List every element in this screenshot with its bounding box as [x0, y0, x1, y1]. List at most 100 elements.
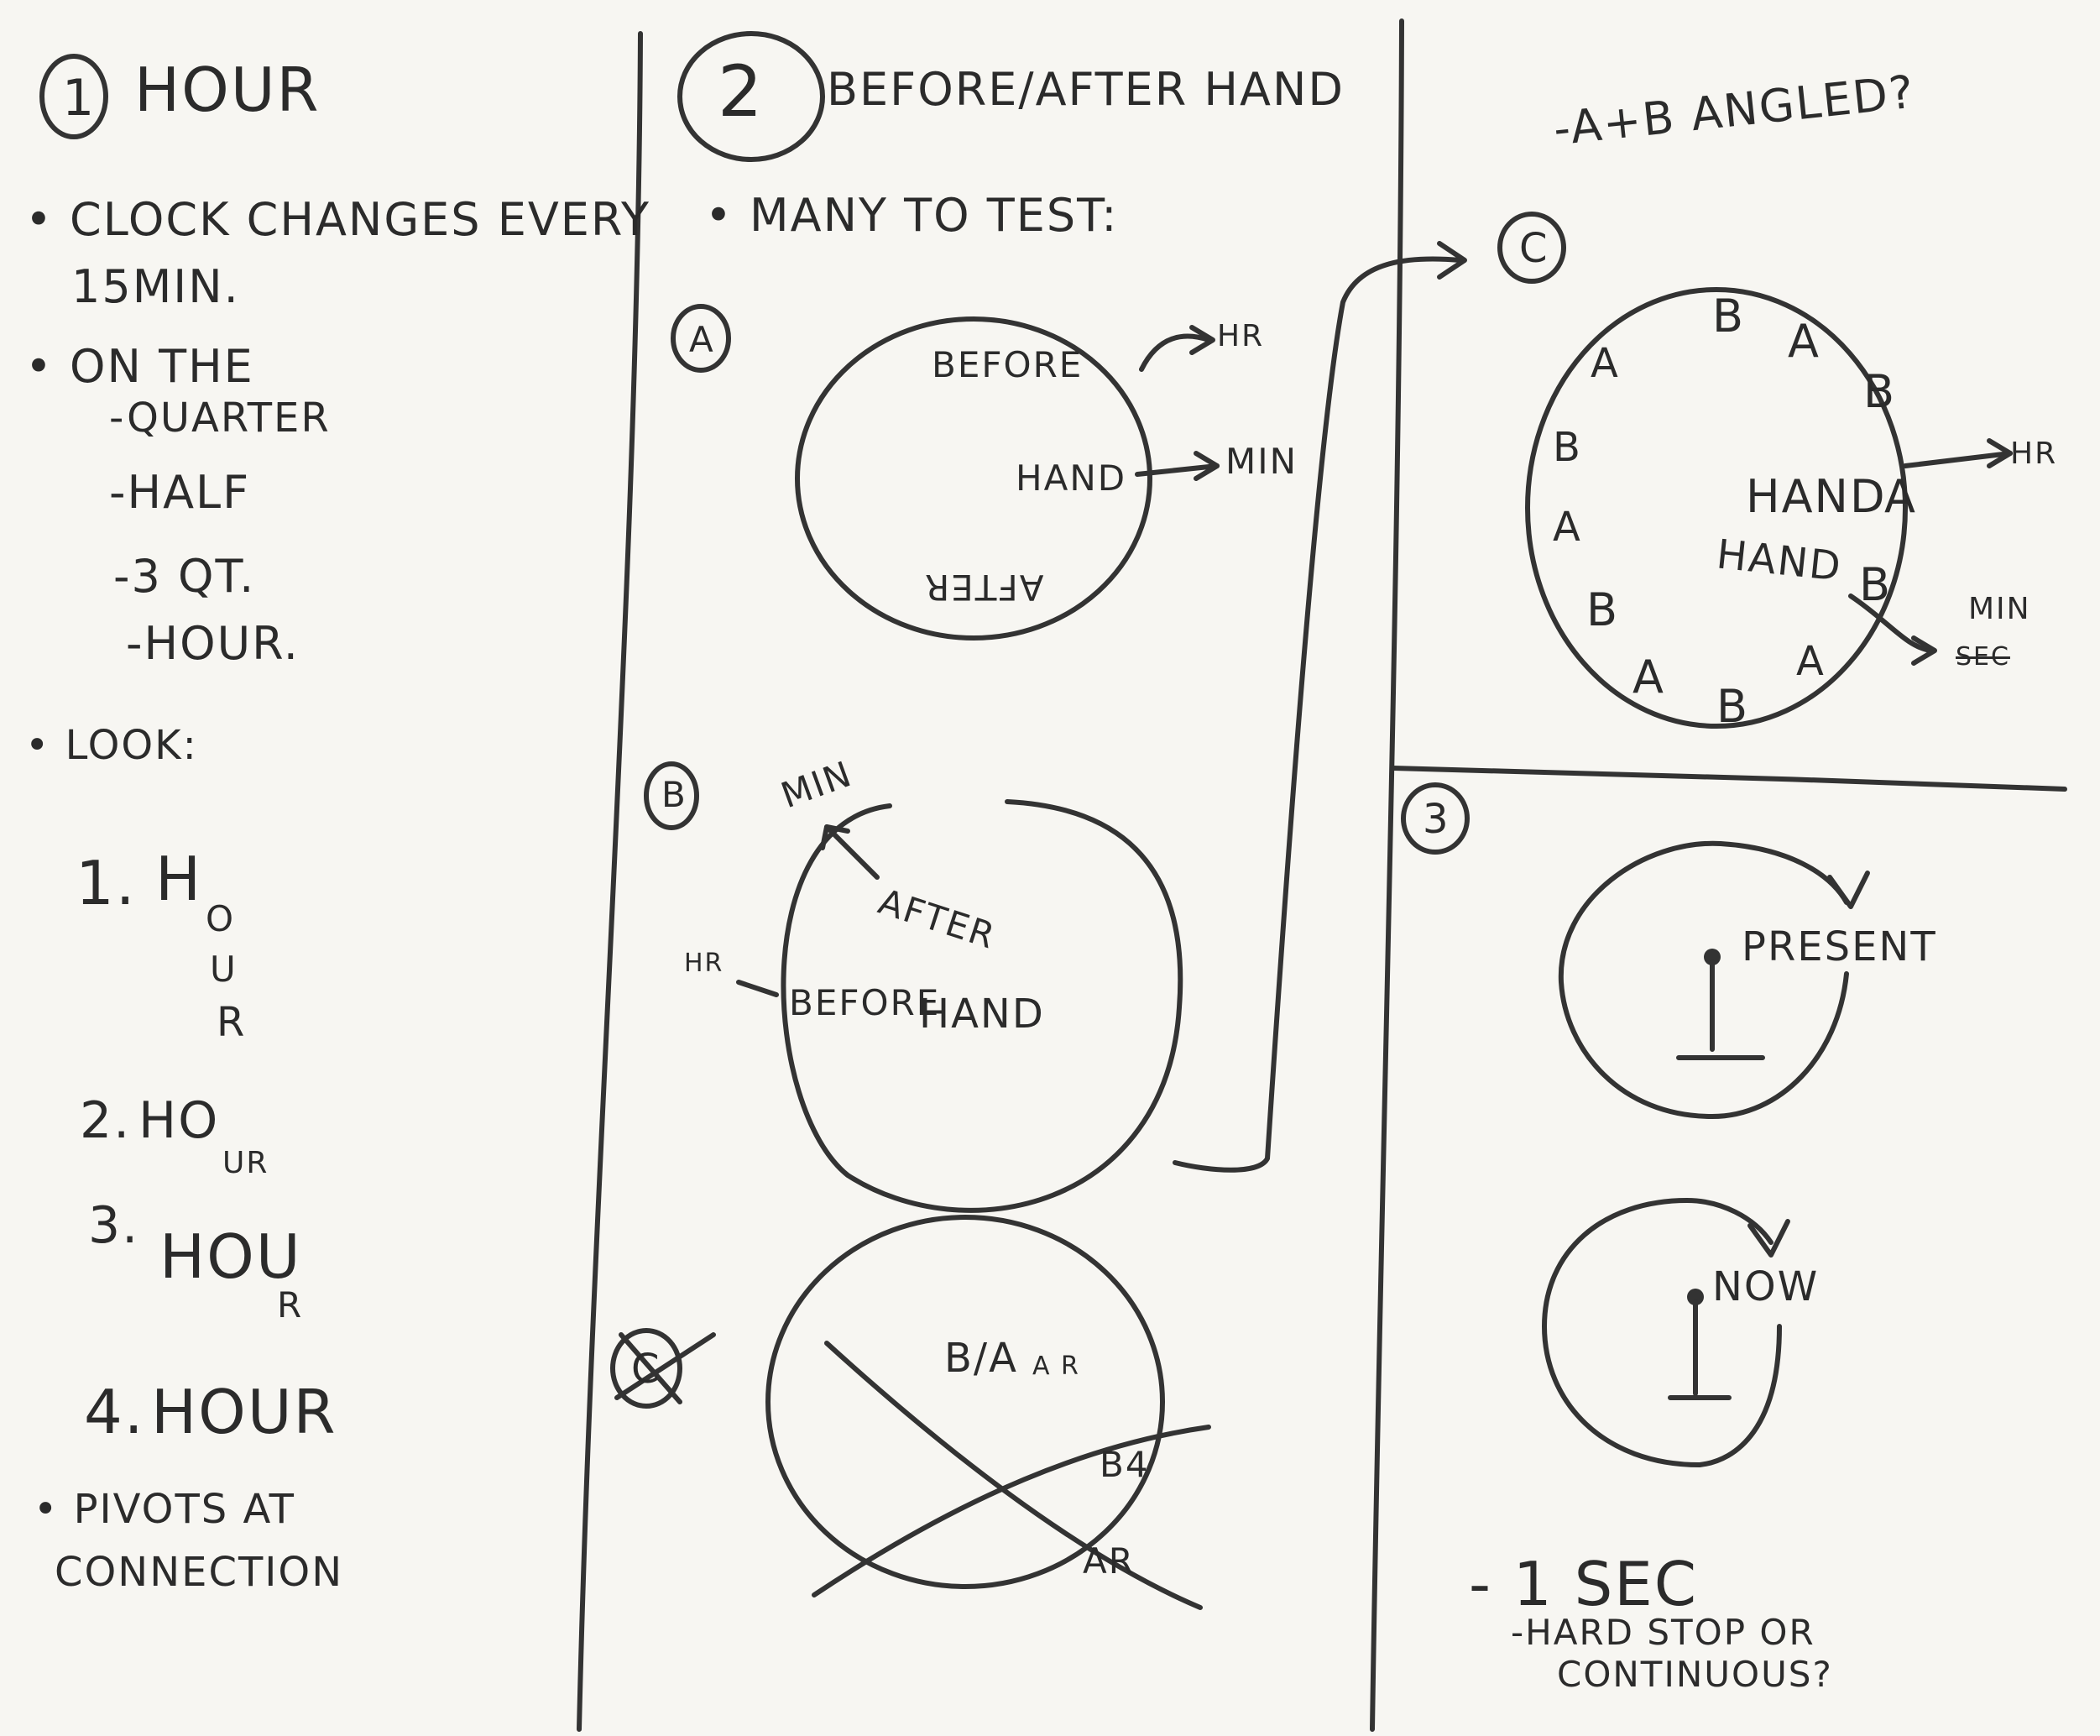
arrowhead-present — [1827, 871, 1870, 909]
pivot-note: • PIVOTS AT — [34, 1486, 295, 1533]
hand-now — [1668, 1299, 1732, 1400]
hand-present — [1676, 959, 1765, 1060]
ring-1: B — [1712, 290, 1746, 342]
label-a: A — [689, 319, 715, 360]
label-c-circle — [1497, 212, 1566, 284]
pivot-now — [1687, 1289, 1704, 1305]
c-hand-1: HAND — [1746, 470, 1887, 523]
pivot-present — [1704, 949, 1721, 965]
label-c-crossed: C — [631, 1346, 661, 1393]
section-2-number: 2 — [718, 50, 765, 133]
section-2-circle — [677, 31, 825, 162]
b-hr: HR — [684, 949, 724, 978]
label-b-circle — [644, 761, 699, 830]
arrowhead-min-b — [820, 824, 850, 850]
crossed-b4: B4 — [1100, 1444, 1150, 1485]
a-hand: HAND — [1016, 458, 1127, 499]
ring-5: B — [1553, 424, 1582, 471]
crossed-ar: AR — [1083, 1540, 1135, 1582]
look-3-main: HOU — [159, 1221, 302, 1292]
bullet-1-cont: 15MIN. — [71, 260, 240, 313]
cross-out-label — [614, 1332, 716, 1404]
label-c: C — [1519, 225, 1549, 272]
label-crossed-circle — [610, 1328, 682, 1409]
ring-4: A — [1591, 340, 1620, 387]
c-hand-1-tip: A — [1884, 470, 1917, 523]
look-1-o: O — [206, 898, 236, 939]
look-1-u: U — [210, 949, 238, 990]
arrowhead-min-a — [1194, 451, 1220, 481]
clock-c — [1525, 287, 1908, 729]
look-2-num: 2. — [80, 1091, 132, 1150]
section-1-title: HOUR — [134, 55, 321, 125]
hard-stop: -HARD STOP OR — [1511, 1612, 1815, 1653]
clock-now — [1542, 1198, 1782, 1467]
arrowhead-min-c — [1911, 635, 1937, 666]
section-1-number: 1 — [62, 69, 97, 128]
connector-b-to-c — [1173, 256, 1463, 1173]
arrow-min-a — [1135, 463, 1220, 477]
look-label: • LOOK: — [25, 722, 198, 769]
a-before: BEFORE — [932, 344, 1084, 385]
arrowhead-hr-c — [1987, 438, 2013, 468]
c-hand-2-tip: B — [1859, 558, 1893, 611]
section-3-circle — [1401, 782, 1470, 855]
ring-3: B — [1863, 365, 1897, 418]
look-2-main: HO — [138, 1091, 220, 1150]
arrow-min-b — [824, 824, 880, 880]
ring-7: B — [1586, 583, 1620, 636]
look-1-r: R — [217, 999, 247, 1046]
continuous: CONTINUOUS? — [1557, 1654, 1833, 1695]
arrowhead-connector — [1437, 241, 1467, 280]
crossed-top-label: B/A — [944, 1335, 1018, 1382]
section-3-number: 3 — [1423, 796, 1450, 843]
look-1-num: 1. — [76, 848, 137, 918]
clock-crossed — [765, 1215, 1165, 1589]
look-4-main: HOUR — [151, 1377, 337, 1447]
label-a-circle — [671, 304, 731, 373]
sub-3qt: -3 QT. — [113, 550, 256, 603]
label-b: B — [661, 774, 687, 815]
clock-present — [1558, 840, 1849, 1119]
c-min: MIN — [1968, 592, 2031, 626]
section-2-title: BEFORE/AFTER HAND — [827, 63, 1345, 116]
look-2-sub: UR — [222, 1146, 269, 1180]
c-hr: HR — [2010, 437, 2058, 471]
present-label: PRESENT — [1742, 923, 1937, 970]
many-to-test: • MANY TO TEST: — [705, 189, 1119, 242]
bullet-2: • ON THE — [25, 340, 254, 393]
look-3-sub: R — [277, 1284, 304, 1326]
a-hr: HR — [1217, 319, 1265, 353]
a-min: MIN — [1225, 441, 1298, 482]
now-label: NOW — [1712, 1263, 1820, 1310]
one-sec: - 1 SEC — [1469, 1549, 1699, 1619]
divider-1 — [577, 31, 643, 1732]
ring-9: B — [1716, 680, 1750, 733]
hand-b4 — [812, 1425, 1211, 1597]
pivot-note-cont: CONNECTION — [55, 1549, 344, 1596]
c-sec-struck: SEC — [1956, 642, 2010, 672]
crossed-ar-small: A R — [1032, 1352, 1080, 1381]
look-1-h: H — [155, 844, 203, 914]
arrow-hr-b — [736, 980, 779, 997]
look-3-num: 3. — [88, 1196, 140, 1255]
sub-hour: -HOUR. — [126, 617, 300, 670]
hand-ar — [824, 1341, 1203, 1610]
arrow-min-c — [1848, 593, 1933, 653]
ring-6: A — [1553, 504, 1582, 551]
ring-2: A — [1788, 315, 1821, 368]
sub-half: -HALF — [109, 466, 251, 519]
sub-quarter: -QUARTER — [109, 395, 331, 442]
b-before: BEFORE — [789, 982, 941, 1023]
clock-b — [781, 799, 1183, 1213]
ring-8: A — [1632, 651, 1665, 703]
arrowhead-now — [1747, 1219, 1790, 1258]
divider-3 — [1391, 766, 2067, 792]
arrowhead-hr-a — [1189, 325, 1215, 355]
section-1-circle — [39, 54, 108, 139]
b-hand: HAND — [919, 991, 1045, 1038]
ring-10: A — [1796, 638, 1826, 685]
divider-2 — [1370, 18, 1404, 1732]
arrow-hr-a — [1139, 333, 1211, 372]
